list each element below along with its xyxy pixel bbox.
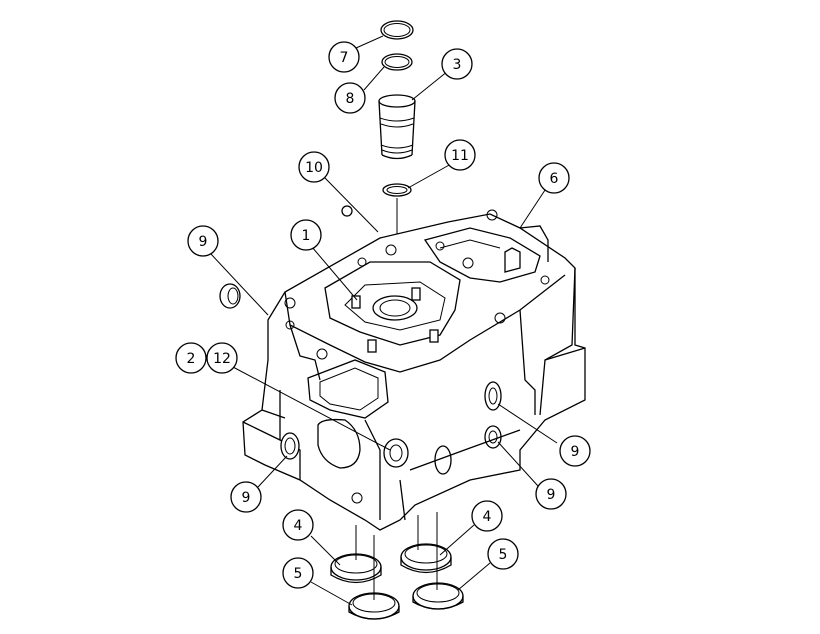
callout-12: 12 bbox=[206, 342, 238, 374]
callout-5-right: 5 bbox=[487, 538, 519, 570]
callout-label: 2 bbox=[187, 351, 196, 367]
callout-2: 2 bbox=[175, 342, 207, 374]
callout-label: 1 bbox=[302, 228, 311, 244]
callout-label: 6 bbox=[550, 171, 559, 187]
callout-7: 7 bbox=[328, 41, 360, 73]
callout-label: 9 bbox=[199, 234, 208, 250]
callout-5-left: 5 bbox=[282, 557, 314, 589]
callout-6: 6 bbox=[538, 162, 570, 194]
seal-4-left bbox=[330, 553, 382, 584]
callout-9-left-lower: 9 bbox=[230, 481, 262, 513]
o-ring-small bbox=[382, 183, 412, 197]
callout-label: 10 bbox=[305, 160, 323, 176]
seal-5-right bbox=[412, 582, 464, 610]
o-ring-second bbox=[381, 53, 413, 71]
plug-left bbox=[219, 283, 241, 309]
callout-label: 11 bbox=[451, 148, 469, 164]
callout-10: 10 bbox=[298, 151, 330, 183]
callout-label: 7 bbox=[340, 50, 349, 66]
callout-label: 5 bbox=[294, 566, 303, 582]
dowel-plug bbox=[341, 205, 353, 217]
callout-label: 4 bbox=[294, 518, 303, 534]
callout-11: 11 bbox=[444, 139, 476, 171]
callout-9-right-upper: 9 bbox=[559, 435, 591, 467]
callout-4-left: 4 bbox=[282, 509, 314, 541]
callout-1: 1 bbox=[290, 219, 322, 251]
o-ring-top bbox=[380, 20, 414, 40]
leader-lines bbox=[209, 35, 558, 606]
callout-label: 9 bbox=[571, 444, 580, 460]
callout-9-left-plug: 9 bbox=[187, 225, 219, 257]
callout-label: 4 bbox=[483, 509, 492, 525]
callout-3: 3 bbox=[441, 48, 473, 80]
cylinder-head-body bbox=[242, 209, 586, 531]
callout-label: 9 bbox=[242, 490, 251, 506]
callout-label: 9 bbox=[547, 487, 556, 503]
callout-label: 3 bbox=[453, 57, 462, 73]
seal-4-right bbox=[400, 543, 452, 574]
callout-label: 5 bbox=[499, 547, 508, 563]
callout-label: 8 bbox=[346, 91, 355, 107]
callout-9-right-lower: 9 bbox=[535, 478, 567, 510]
callout-8: 8 bbox=[334, 82, 366, 114]
injector-sleeve bbox=[378, 94, 416, 160]
callout-4-right: 4 bbox=[471, 500, 503, 532]
callout-label: 12 bbox=[213, 351, 231, 367]
